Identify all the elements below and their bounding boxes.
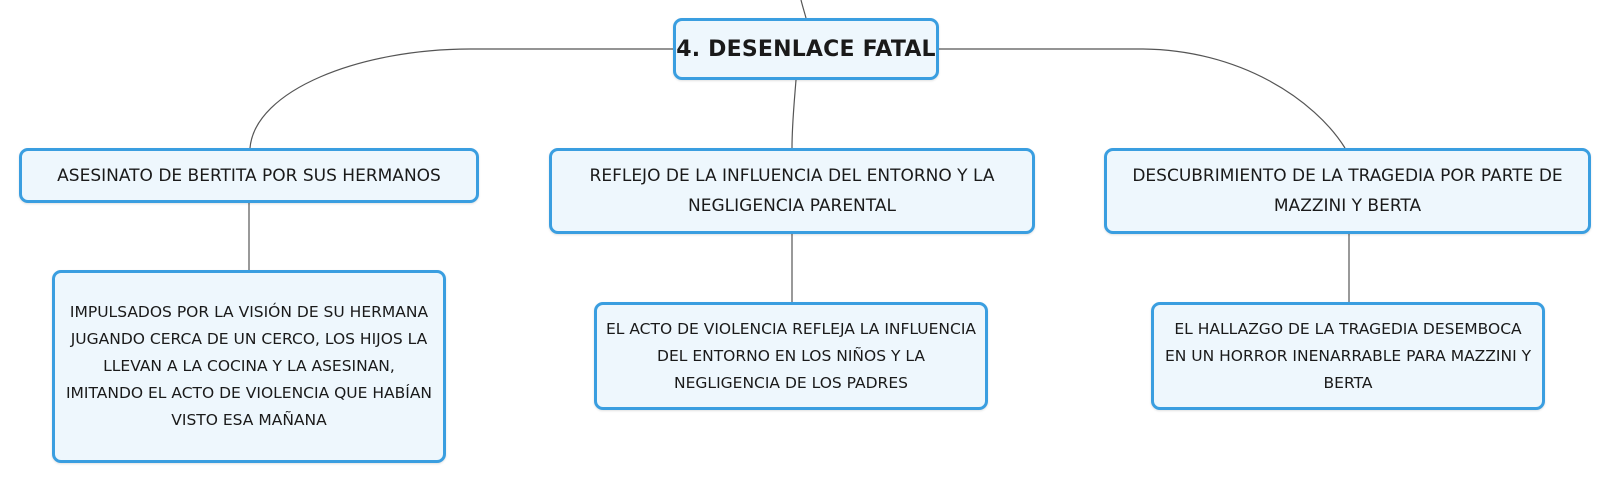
branch-node-descubrimiento[interactable]: DESCUBRIMIENTO DE LA TRAGEDIA POR PARTE … (1104, 148, 1591, 234)
connector-root-to-branch-2 (791, 79, 797, 149)
detail-node-descubrimiento[interactable]: EL HALLAZGO DE LA TRAGEDIA DESEMBOCA EN … (1151, 302, 1545, 410)
branch-node-label: REFLEJO DE LA INFLUENCIA DEL ENTORNO Y L… (589, 166, 995, 216)
branch-node-asesinato[interactable]: ASESINATO DE BERTITA POR SUS HERMANOS (19, 148, 479, 203)
detail-node-label: EL ACTO DE VIOLENCIA REFLEJA LA INFLUENC… (605, 319, 977, 392)
branch-node-label: DESCUBRIMIENTO DE LA TRAGEDIA POR PARTE … (1132, 166, 1563, 216)
root-node-label: 4. DESENLACE FATAL (676, 36, 936, 62)
detail-node-reflejo[interactable]: EL ACTO DE VIOLENCIA REFLEJA LA INFLUENC… (594, 302, 988, 410)
connector-from-parent (800, 0, 807, 19)
connector-root-to-branch-1 (249, 48, 673, 149)
connector-root-to-branch-3 (939, 48, 1346, 149)
detail-node-asesinato[interactable]: IMPULSADOS POR LA VISIÓN DE SU HERMANA J… (52, 270, 446, 463)
root-node[interactable]: 4. DESENLACE FATAL (673, 18, 939, 80)
branch-node-reflejo[interactable]: REFLEJO DE LA INFLUENCIA DEL ENTORNO Y L… (549, 148, 1035, 234)
branch-node-label: ASESINATO DE BERTITA POR SUS HERMANOS (57, 165, 441, 186)
detail-node-label: EL HALLAZGO DE LA TRAGEDIA DESEMBOCA EN … (1164, 319, 1532, 392)
detail-node-label: IMPULSADOS POR LA VISIÓN DE SU HERMANA J… (65, 303, 433, 429)
